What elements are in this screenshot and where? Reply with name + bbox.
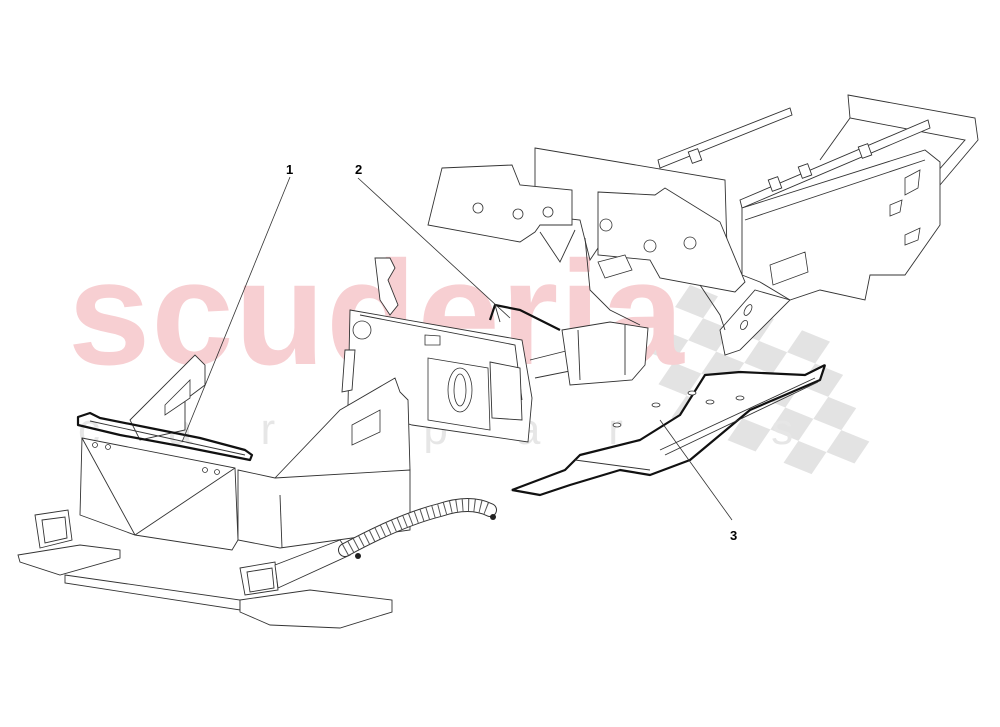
part-3-floor-pan (510, 364, 827, 497)
leader-line-2 (357, 177, 511, 319)
callout-3[interactable]: 3 (730, 528, 738, 543)
part-1-crossmember-rail (76, 411, 254, 462)
rear-frame-assembly (427, 94, 979, 356)
part-2-bracket (488, 303, 649, 386)
leader-line-1 (181, 176, 291, 443)
callout-1[interactable]: 1 (286, 162, 294, 177)
front-frame-assembly (17, 354, 497, 629)
leader-line-3 (659, 419, 733, 521)
callout-2[interactable]: 2 (355, 162, 363, 177)
